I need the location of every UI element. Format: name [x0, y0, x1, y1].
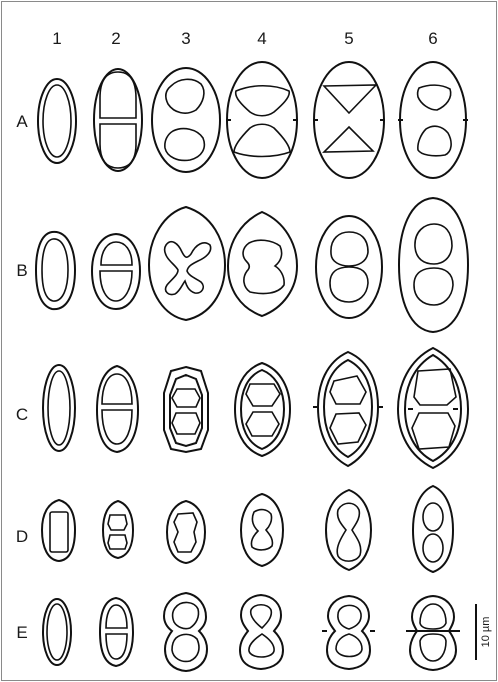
spore-D3	[167, 501, 205, 563]
spore-D4	[241, 494, 283, 566]
row-B	[36, 198, 468, 332]
spore-B3	[149, 207, 225, 320]
spore-C6	[398, 348, 468, 468]
spore-E4	[240, 595, 283, 669]
row-D	[42, 486, 453, 572]
spore-B5	[316, 216, 382, 318]
row-C	[43, 348, 468, 468]
column-label-1: 1	[52, 29, 61, 48]
spore-A4	[226, 62, 298, 178]
row-label-D: D	[16, 527, 28, 546]
spore-B1	[36, 232, 75, 309]
spore-E6	[406, 596, 460, 670]
row-label-B: B	[16, 261, 27, 280]
spore-A3	[152, 68, 220, 172]
spore-E1	[43, 599, 71, 665]
spore-D5	[326, 490, 371, 570]
column-labels: 1 2 3 4 5 6	[52, 29, 437, 48]
spore-C2	[97, 366, 138, 452]
spore-A6	[398, 62, 468, 178]
column-label-2: 2	[111, 29, 120, 48]
scale-bar: 10 µm	[476, 604, 492, 660]
spore-E5	[322, 596, 375, 669]
spore-C5	[313, 352, 383, 466]
spore-D6	[413, 486, 453, 572]
column-label-6: 6	[428, 29, 437, 48]
spore-A1	[38, 79, 76, 163]
spore-D1	[42, 500, 75, 561]
spore-E3	[164, 593, 207, 671]
spore-C1	[43, 365, 75, 451]
row-label-A: A	[16, 112, 28, 131]
spore-C3	[164, 367, 208, 452]
row-labels: A B C D E	[16, 112, 28, 642]
row-E	[43, 593, 460, 671]
spore-D2	[103, 501, 133, 558]
spore-B4	[228, 212, 297, 316]
spore-E2	[100, 598, 133, 666]
column-label-3: 3	[181, 29, 190, 48]
row-A	[38, 62, 468, 178]
column-label-5: 5	[344, 29, 353, 48]
spore-A2	[94, 69, 142, 171]
column-label-4: 4	[257, 29, 266, 48]
spore-A5	[313, 62, 385, 178]
spore-C4	[235, 363, 290, 456]
row-label-C: C	[16, 405, 28, 424]
spore-B6	[399, 198, 468, 332]
scale-bar-label: 10 µm	[480, 617, 492, 648]
spore-B2	[92, 234, 140, 309]
row-label-E: E	[16, 623, 27, 642]
